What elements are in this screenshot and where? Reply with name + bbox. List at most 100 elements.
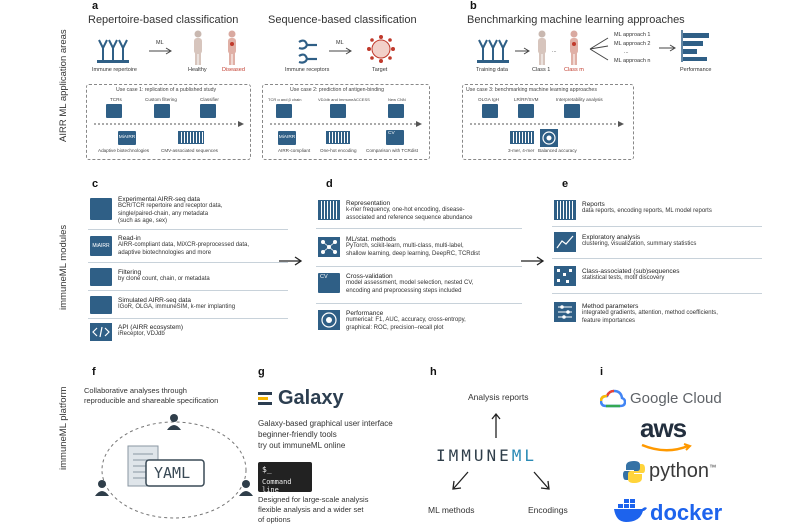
python-logo-text: python™ xyxy=(649,460,716,483)
virus-target-icon xyxy=(367,35,395,63)
module-title: Method parameters xyxy=(582,303,639,310)
label-custom-filtering: Custom filtering xyxy=(145,97,177,102)
use-case-2-title: Use case 2: prediction of antigen-bindin… xyxy=(290,87,385,93)
collaborative-text: Collaborative analyses through reproduci… xyxy=(84,386,218,406)
module-experimental-data: Experimental AIRR-seq data BCR/TCR reper… xyxy=(118,196,222,226)
label-interpretability: Interpretability analysis xyxy=(556,97,603,102)
diseased-body-icon xyxy=(228,30,236,65)
api-code-icon xyxy=(90,323,112,341)
immune-receptors-icon xyxy=(298,39,317,64)
panel-letter-d: d xyxy=(326,178,333,190)
miairr-readin-icon: MiAIRR xyxy=(90,236,112,256)
label-lr-rf-svm: LR/RF/SVM xyxy=(514,97,539,102)
panel-letter-i: i xyxy=(600,366,604,378)
module-title: Performance xyxy=(346,310,384,317)
docker-whale-icon xyxy=(614,499,647,522)
label-healthy: Healthy xyxy=(188,67,207,73)
performance-bars-icon xyxy=(681,30,709,62)
python-trademark: ™ xyxy=(709,464,717,472)
use-case-3-box xyxy=(462,84,634,160)
divider xyxy=(88,290,288,291)
label-tcr-chain: TCR α and β chain xyxy=(268,97,302,102)
use-case-3-title: Use case 3: benchmarking machine learnin… xyxy=(466,87,597,93)
panel-letter-f: f xyxy=(92,366,96,378)
module-desc-line: by clone count, chain, or metadata xyxy=(118,276,210,282)
galaxy-logo-text: Galaxy xyxy=(278,387,344,409)
olga-icon xyxy=(482,104,498,118)
module-ml-methods: ML/stat. methods PyTorch, scikit-learn, … xyxy=(346,236,480,258)
module-desc-line: integrated gradients, attention, method … xyxy=(582,310,718,316)
module-title: Experimental AIRR-seq data xyxy=(118,196,201,203)
module-desc-line: single/paired-chain, any metadata xyxy=(118,210,209,217)
training-data-icon xyxy=(477,39,509,63)
divider xyxy=(552,226,762,227)
code-icon xyxy=(330,104,346,118)
kmer-bars-icon xyxy=(510,131,534,144)
terminal-prompt: $_ xyxy=(262,465,272,474)
module-title: Cross-validation xyxy=(346,273,393,280)
use-case-1-flow-arrow xyxy=(94,121,244,127)
module-title: Read-in xyxy=(118,235,141,242)
module-title: ML/stat. methods xyxy=(346,236,396,243)
label-tcrs: TCRs xyxy=(110,97,122,102)
collaborative-line: Collaborative analyses through xyxy=(84,386,187,395)
section-label-applications: AIRR ML application areas xyxy=(58,29,69,142)
interpretability-icon xyxy=(564,104,580,118)
module-desc-line: adaptive biotechnologies and more xyxy=(118,249,212,256)
label-performance: Performance xyxy=(680,67,712,73)
galaxy-line: try out immuneML online xyxy=(258,441,346,450)
immuneml-logo-suffix: ML xyxy=(511,446,538,465)
miairr-icon-2: MiAIRR xyxy=(278,131,296,145)
filter-gear-icon xyxy=(154,104,170,118)
label-adaptive: Adaptive biotechnologies xyxy=(98,148,150,153)
balanced-accuracy-icon xyxy=(540,129,558,147)
label-immune-repertoire: Immune repertoire xyxy=(92,67,137,73)
cross-validation-icon: CV xyxy=(318,273,340,293)
python-logo-icon xyxy=(623,461,645,483)
module-class-associated: Class-associated (sub)sequences statisti… xyxy=(582,268,680,283)
arrow-down-right-icon xyxy=(533,471,550,490)
tcr-chain-icon xyxy=(276,104,292,118)
module-desc-line: iReceptor, VDJdb xyxy=(118,331,165,337)
label-encodings: Encodings xyxy=(528,505,568,515)
label-vdjdb: VDJdb and ImmuneACCESS xyxy=(318,97,370,102)
healthy-body-icon xyxy=(194,30,202,65)
label-immune-receptors: Immune receptors xyxy=(285,67,330,73)
use-case-1-box xyxy=(86,84,251,160)
method-parameters-icon xyxy=(554,302,576,322)
label-ml-approach-n: ML approach n xyxy=(614,58,651,64)
use-case-1-title: Use case 1: replication of a published s… xyxy=(116,87,217,93)
label-diseased: Diseased xyxy=(222,67,245,73)
module-desc-line: feature importances xyxy=(582,317,636,324)
subsequences-grid-icon xyxy=(554,266,576,286)
module-filtering: Filtering by clone count, chain, or meta… xyxy=(118,269,210,284)
module-desc-line: AIRR-compliant data, MiXCR-preprocessed … xyxy=(118,242,250,248)
module-title: API (AIRR ecosystem) xyxy=(118,324,184,331)
panel-letter-a: a xyxy=(92,0,99,12)
dots-between-classes: ... xyxy=(552,48,557,54)
label-ml-dots: ... xyxy=(624,49,629,55)
title-sequence-classification: Sequence-based classification xyxy=(268,14,417,26)
module-desc-line: model assessment, model selection, neste… xyxy=(346,280,474,286)
module-title: Exploratory analysis xyxy=(582,234,641,241)
performance-target-icon xyxy=(318,310,340,330)
exploratory-chart-icon xyxy=(554,232,576,252)
divider xyxy=(316,266,522,267)
module-representation: Representation k-mer frequency, one-hot … xyxy=(346,200,472,222)
section-label-modules: immuneML modules xyxy=(58,224,69,310)
class-m-body-icon xyxy=(570,30,578,65)
lr-rf-svm-icon xyxy=(518,104,534,118)
label-ml-methods-h: ML methods xyxy=(428,505,475,515)
arrow-icon xyxy=(659,44,676,52)
collaborative-line: reproducible and shareable specification xyxy=(84,396,219,405)
panel-letter-e: e xyxy=(562,178,569,190)
divider xyxy=(552,293,762,294)
miairr-icon: MiAIRR xyxy=(118,131,136,145)
module-desc-line: shallow learning, deep learning, DeepRC,… xyxy=(346,250,480,257)
module-exploratory: Exploratory analysis clustering, visuali… xyxy=(582,234,696,249)
arrow-icon xyxy=(515,47,530,55)
label-training-data: Training data xyxy=(476,67,508,73)
cli-line: of options xyxy=(258,515,291,524)
aws-logo-text: aws xyxy=(640,413,687,443)
module-title: Filtering xyxy=(118,269,142,276)
